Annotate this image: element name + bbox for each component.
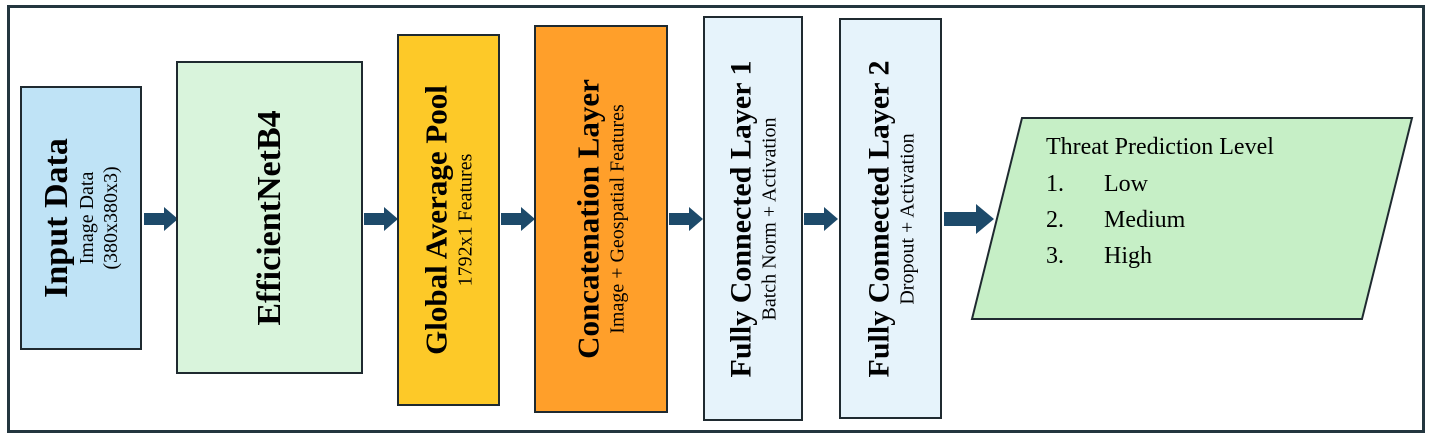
- fully-connected-layer-1-block: Fully Connected Layer 1 Batch Norm + Act…: [703, 16, 803, 421]
- fully-connected-layer-2-title: Fully Connected Layer 2: [861, 60, 895, 377]
- flow-arrow-1: [144, 207, 178, 231]
- list-number: 1.: [1046, 171, 1064, 197]
- threat-level-label: High: [1104, 243, 1152, 269]
- threat-level-item-medium: 2. Medium: [1046, 206, 1185, 242]
- fully-connected-layer-2-subtitle: Dropout + Activation: [895, 132, 918, 305]
- efficientnet-title: EfficientNetB4: [250, 109, 288, 326]
- input-data-title: Input Data: [38, 138, 76, 298]
- diagram-frame: [7, 5, 1425, 433]
- global-average-pool-subtitle: 1792x1 Features: [453, 153, 476, 287]
- flow-arrow-2: [364, 207, 398, 231]
- concatenation-layer-subtitle: Image + Geospatial Features: [606, 104, 629, 334]
- threat-level-item-high: 3. High: [1046, 242, 1185, 278]
- fully-connected-layer-2-block: Fully Connected Layer 2 Dropout + Activa…: [839, 18, 942, 419]
- list-number: 2.: [1046, 207, 1064, 233]
- list-number: 3.: [1046, 243, 1064, 269]
- threat-level-label: Low: [1104, 171, 1148, 197]
- concatenation-layer-block: Concatenation Layer Image + Geospatial F…: [534, 25, 668, 413]
- fully-connected-layer-1-subtitle: Batch Norm + Activation: [757, 117, 780, 320]
- global-average-pool-title: Global Average Pool: [418, 85, 454, 355]
- flow-arrow-4: [669, 207, 703, 231]
- global-average-pool-block: Global Average Pool 1792x1 Features: [397, 34, 500, 406]
- threat-level-item-low: 1. Low: [1046, 170, 1185, 206]
- efficientnet-block: EfficientNetB4: [176, 61, 363, 374]
- input-data-block: Input Data Image Data (380x380x3): [20, 86, 142, 350]
- threat-prediction-title: Threat Prediction Level: [1046, 134, 1274, 160]
- flow-arrow-5: [804, 207, 838, 231]
- flow-arrow-3: [501, 207, 535, 231]
- input-data-subtitle-2: (380x380x3): [99, 166, 122, 270]
- threat-prediction-output: [970, 116, 1414, 321]
- threat-level-list: 1. Low 2. Medium 3. High: [1046, 170, 1185, 278]
- threat-level-label: Medium: [1104, 207, 1186, 233]
- concatenation-layer-title: Concatenation Layer: [570, 79, 606, 359]
- fully-connected-layer-1-title: Fully Connected Layer 1: [724, 60, 758, 377]
- input-data-subtitle-1: Image Data: [75, 171, 98, 265]
- flow-arrow-6: [944, 204, 994, 234]
